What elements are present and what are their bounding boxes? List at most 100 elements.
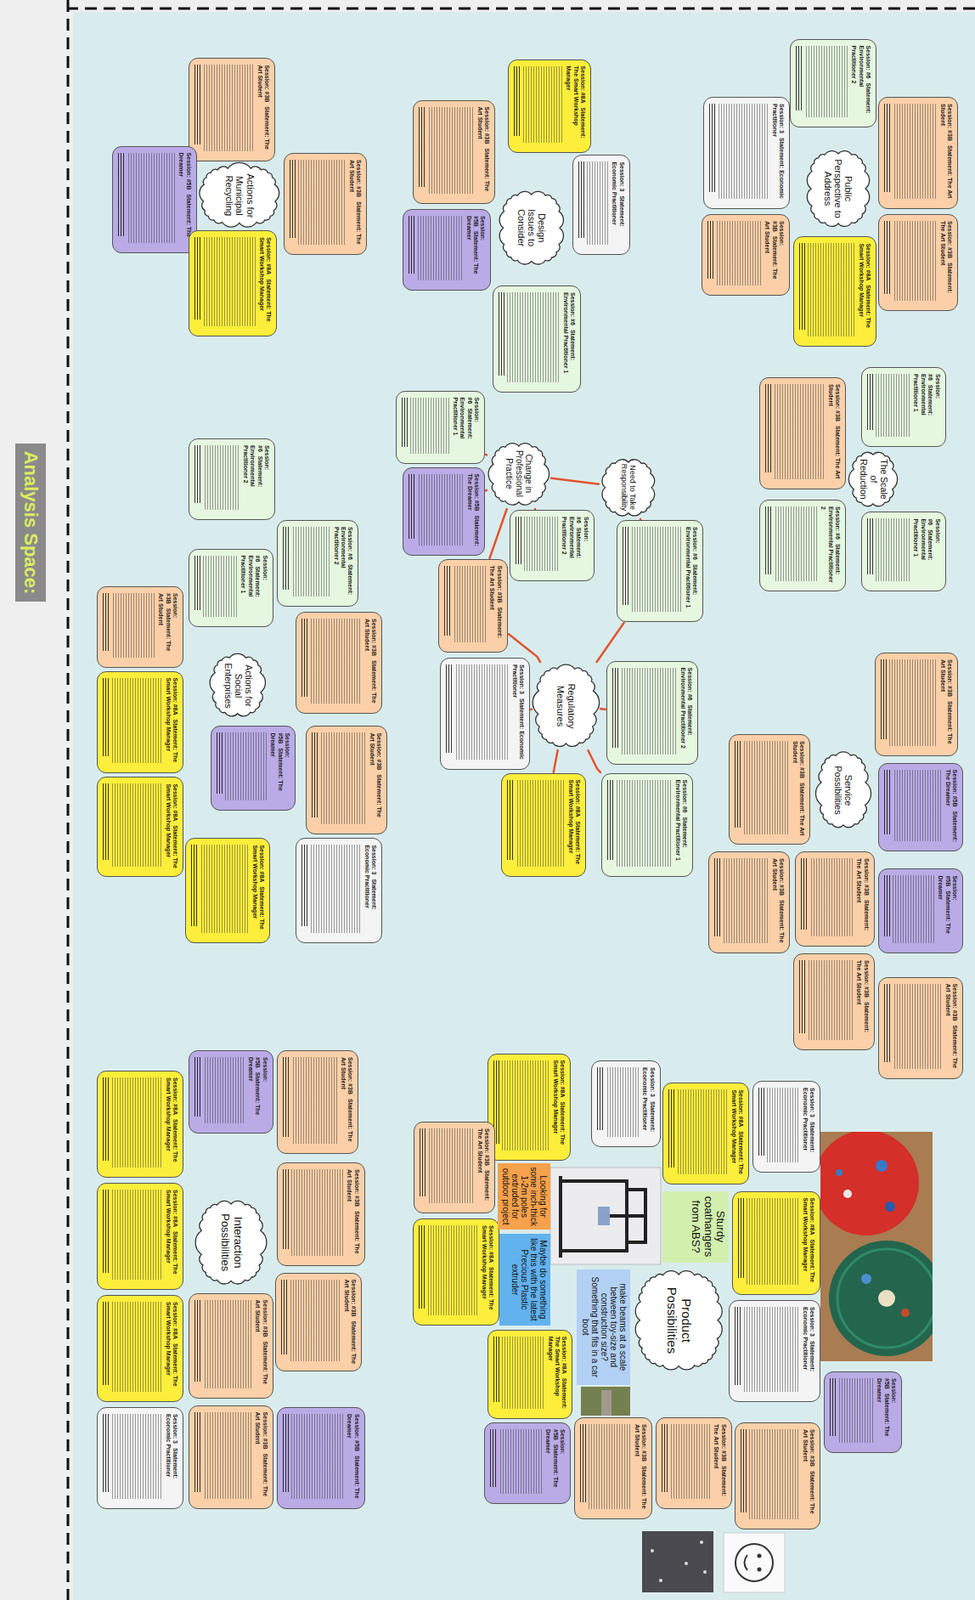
sticky-note: Session: 3Statement: Economic Practition…: [295, 837, 383, 943]
session-label: Session: #5B: [473, 473, 480, 512]
session-label: Session: #6: [569, 292, 576, 326]
interpretation-lines: [497, 292, 505, 376]
quote-lines: [111, 1189, 162, 1280]
sticky-note: Session: #8AStatement: The Smart Worksho…: [507, 59, 592, 153]
note-heading: Session: #3BStatement: The Art Student: [362, 618, 378, 707]
note-heading: Session: #6Statement: Environmental Prac…: [241, 445, 271, 513]
cloud-shape: [806, 151, 869, 227]
text-lines: [883, 874, 934, 947]
interpretation-lines: [193, 555, 201, 610]
session-label: Session: #8A: [738, 1088, 744, 1127]
sticky-note: Session: #3BStatement: The Art Student: [188, 1404, 274, 1509]
text-lines: [798, 959, 853, 1043]
cloud-label-box: Actions for Municipal Recycling: [224, 170, 256, 220]
interpretation-lines: [193, 1299, 201, 1382]
sticky-note: Session: #8AStatement: The Smart Worksho…: [96, 776, 184, 877]
sticky-note: Session: #8AStatement: The Smart Worksho…: [662, 1082, 750, 1184]
sticky-note: Session: #3BStatement: The Art Student: [878, 214, 959, 311]
interpretation-lines: [883, 874, 891, 936]
session-label: Session: #3B: [371, 618, 378, 656]
cloud-label-box: Product Possibilities: [665, 1281, 694, 1359]
quote-lines: [722, 857, 768, 943]
sticky-note: Session: #8AStatement: The Smart Worksho…: [412, 1217, 500, 1325]
note-heading: Session: #6Statement: Environmental Prac…: [451, 397, 481, 457]
callout-text: Sturdy coathangers from ABS?: [689, 1194, 727, 1259]
cloud-topic: Service Possibilities: [815, 749, 872, 831]
quote-lines: [291, 1413, 343, 1499]
session-label: Session: 3: [778, 103, 785, 134]
text-lines: [706, 220, 761, 289]
interpretation-lines: [577, 161, 585, 238]
text-lines: [417, 1224, 478, 1319]
session-label: Session: #3B: [946, 659, 953, 697]
cloud-label: Service Possibilities: [833, 759, 855, 820]
note-heading: Session: #8AStatement: The Smart Worksho…: [729, 1088, 744, 1178]
text-lines: [733, 740, 789, 838]
note-heading: Session: #8AStatement: The Smart Worksho…: [163, 677, 179, 767]
text-lines: [514, 516, 558, 575]
quote-lines: [427, 1224, 478, 1315]
quote-lines: [199, 844, 248, 933]
note-heading: Session: #3BStatement: The Art Student: [712, 1423, 728, 1502]
cloud-label-box: Actions for Social Enterprises: [222, 659, 253, 711]
text-lines: [407, 215, 463, 284]
session-label: Session: #8A: [259, 844, 265, 882]
interpretation-lines: [417, 1224, 425, 1308]
session-label: Session: 3: [172, 1413, 179, 1443]
interpretation-lines: [794, 45, 802, 111]
texture-photo: [642, 1530, 714, 1592]
cloud-topic: Design Issues to Consider: [497, 188, 566, 267]
interpretation-lines: [706, 220, 714, 279]
text-lines: [288, 159, 346, 248]
interpretation-lines: [101, 592, 109, 651]
text-lines: [280, 1279, 340, 1364]
session-label: Session: #6: [692, 526, 699, 560]
text-lines: [101, 677, 162, 767]
sticky-note: Session: #6Statement: Environmental Prac…: [789, 39, 877, 128]
note-heading: Session: #8AStatement: The Smart Worksho…: [250, 844, 265, 936]
quote-lines: [202, 445, 239, 510]
interpretation-lines: [764, 506, 772, 575]
text-lines: [733, 1306, 799, 1395]
speckle: [699, 1539, 704, 1544]
quote-lines: [202, 236, 256, 327]
text-lines: [400, 397, 450, 457]
sticky-note: Session: #8AStatement: The Smart Worksho…: [732, 1190, 821, 1295]
sticky-note: Session: #3BStatement: The Art Student: [794, 851, 875, 947]
session-label: Session: #3B: [484, 1127, 491, 1166]
sticky-note: Session: #6Statement: Environmental Prac…: [616, 519, 704, 622]
cloud-shape: [199, 163, 280, 228]
cloud-outline: [599, 456, 658, 519]
interpretation-lines: [596, 1066, 604, 1130]
cloud-label: Actions for Social Enterprises: [222, 659, 253, 711]
text-lines: [579, 1423, 632, 1512]
sticky-note: Session: 3Statement: Economic Practition…: [591, 1059, 661, 1147]
note-heading: Session: #6Statement: Environmental Prac…: [683, 526, 699, 615]
interpretation-lines: [101, 783, 109, 860]
face-sketch: [723, 1532, 785, 1592]
quote-lines: [892, 983, 942, 1069]
photo-ground: [723, 1532, 785, 1592]
text-lines: [193, 555, 237, 620]
red-connector: [530, 708, 532, 711]
text-lines: [193, 1299, 252, 1393]
sticky-note: Session: #6Statement: Environmental Prac…: [395, 390, 486, 464]
text-lines: [193, 1411, 252, 1502]
session-label: Session: #8A: [580, 66, 587, 104]
text-lines: [757, 1087, 800, 1166]
quote-lines: [524, 516, 558, 571]
red-connector: [551, 478, 599, 485]
text-lines: [764, 383, 824, 483]
cloud-shape: [532, 664, 599, 746]
quote-lines: [202, 64, 254, 151]
interpretation-lines: [579, 1423, 587, 1502]
text-lines: [577, 161, 608, 248]
quote-lines: [631, 526, 682, 612]
sticky-note: Session: #3BStatement: The Art Student: [305, 725, 388, 834]
cloud-label: Product Possibilities: [665, 1281, 694, 1359]
quote-lines: [452, 565, 486, 643]
cloud-topic: Public Perspective to Address: [805, 147, 872, 230]
session-label: Session: 3: [518, 664, 525, 694]
cloud-label-box: Interaction Possibilities: [219, 1209, 244, 1275]
sticky-note: Session: 3Statement: Economic Practition…: [752, 1080, 821, 1173]
